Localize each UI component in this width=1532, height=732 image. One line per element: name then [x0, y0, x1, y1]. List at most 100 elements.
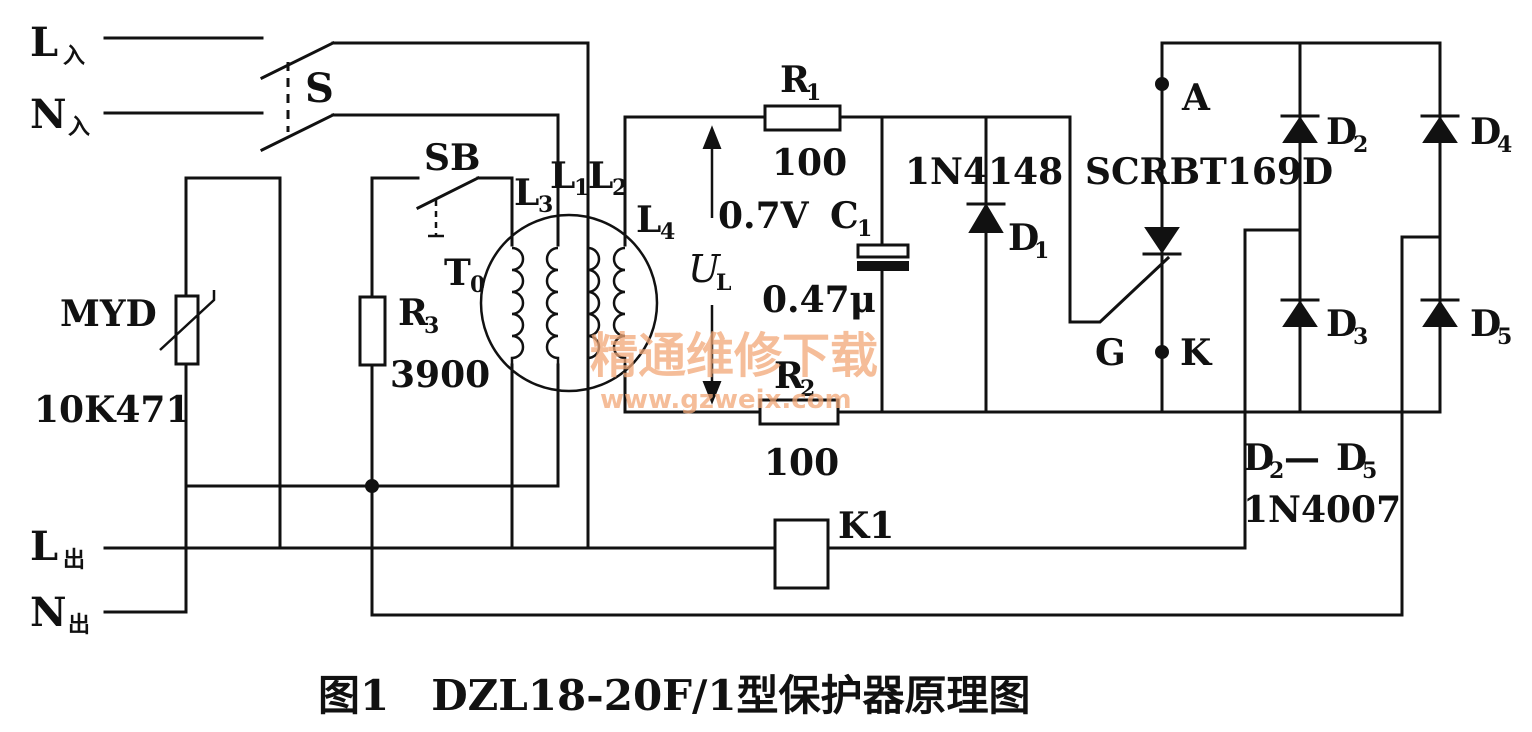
terminal-l-out-sub: 出 — [63, 547, 85, 573]
d2-triangle — [1282, 116, 1318, 143]
d5-sub: 5 — [1497, 324, 1512, 350]
switch-s-blade-2 — [259, 112, 336, 153]
coil-l2-sub: 2 — [612, 175, 627, 201]
r2-value: 100 — [764, 442, 839, 484]
scr-anode-label: A — [1181, 77, 1211, 119]
r1-name: R — [780, 59, 811, 101]
bridge-note-a-sub: 2 — [1269, 458, 1284, 484]
coil-l1 — [545, 246, 560, 366]
wire-l4-bottom — [623, 363, 762, 414]
wire-r3-top — [370, 176, 420, 297]
d4-name: D — [1470, 111, 1501, 153]
terminal-n-in-sub: 入 — [68, 114, 90, 140]
d1-triangle — [968, 203, 1004, 233]
t0-sub: 0 — [470, 272, 485, 298]
d5-name: D — [1470, 303, 1501, 345]
coil-l2-name: L — [588, 155, 613, 197]
switch-s-label: S — [305, 65, 334, 112]
scr-part: SCRBT169D — [1085, 151, 1333, 193]
watermark-url: www.gzweix.com — [600, 385, 852, 415]
c1-plate-bottom — [857, 261, 909, 271]
wire-sb-l3 — [476, 176, 514, 247]
coil-l4-sub: 4 — [660, 219, 675, 245]
d2-sub: 2 — [1353, 132, 1368, 158]
r3-sub: 3 — [424, 313, 439, 339]
transformer-t0: T 0 L 3 L 1 L 2 L 4 — [444, 155, 675, 393]
junction-n-bus — [365, 479, 379, 493]
scr-cathode-label: K — [1180, 332, 1213, 374]
junctions — [365, 479, 379, 493]
coil-l3-sub: 3 — [538, 192, 553, 218]
d4-sub: 4 — [1497, 132, 1512, 158]
relay-k1: K1 — [773, 505, 894, 590]
button-sb: SB — [415, 137, 481, 238]
c1-sub: 1 — [857, 216, 872, 242]
sb-contact — [415, 175, 481, 211]
c1-name: C — [830, 195, 859, 237]
transformer-core — [479, 213, 659, 393]
r3-name: R — [398, 292, 429, 334]
t0-name: T — [444, 252, 471, 294]
capacitor-c1: C 1 0.47μ — [762, 195, 910, 321]
d3-name: D — [1326, 303, 1357, 345]
arrow-up-head — [702, 125, 722, 149]
terminal-n-out-sub: 出 — [68, 612, 90, 638]
varistor-myd: MYD 10K471 — [34, 290, 216, 431]
arrow-down-head — [702, 381, 722, 405]
coil-l1-name: L — [550, 155, 575, 197]
voltage-ul-sub: L — [716, 270, 731, 296]
r3-value: 3900 — [390, 354, 490, 396]
varistor-name: MYD — [60, 293, 157, 335]
c1-value: 0.47μ — [762, 279, 876, 321]
k1-label: K1 — [838, 505, 894, 547]
coil-l4 — [612, 246, 627, 366]
scr-cathode-dot — [1155, 345, 1169, 359]
sb-label: SB — [424, 137, 480, 179]
terminal-n-out-main: N — [30, 589, 67, 636]
d1-name: D — [1008, 217, 1039, 259]
terminal-l-out-main: L — [30, 523, 58, 570]
scr-bt169d: A SCRBT169D G K — [1085, 77, 1333, 374]
r1-sub: 1 — [806, 80, 821, 106]
varistor-part: 10K471 — [34, 389, 191, 431]
diode-d1: 1N4148 D 1 — [905, 151, 1063, 264]
resistor-r1: R 1 100 — [763, 59, 847, 184]
r3-body — [358, 295, 387, 367]
bridge-diodes: D 2 D 3 D 4 D 5 D 2 — D 5 1N4007 — [1243, 111, 1512, 531]
k1-coil — [773, 518, 830, 590]
coil-l1-sub: 1 — [574, 175, 589, 201]
scr-gate-label: G — [1095, 332, 1126, 374]
coil-l4-name: L — [636, 199, 661, 241]
scr-triangle — [1144, 227, 1180, 254]
terminal-l-in-main: L — [30, 19, 58, 66]
wire-n-line — [331, 113, 560, 247]
r2-name: R — [774, 355, 805, 397]
r1-value: 100 — [772, 142, 847, 184]
voltage-up-label: 0.7V — [718, 195, 810, 237]
wire-n-return — [370, 235, 1442, 617]
varistor-body — [174, 294, 200, 366]
bridge-note-b: D — [1336, 437, 1367, 479]
coil-l3-name: L — [514, 172, 539, 214]
figure-caption: 图1 DZL18-20F/1型保护器原理图 — [318, 671, 1031, 720]
terminal-n-in-main: N — [30, 91, 67, 138]
bridge-note-b-sub: 5 — [1362, 458, 1377, 484]
resistor-r3: R 3 3900 — [358, 292, 490, 396]
coil-l3 — [510, 246, 525, 366]
d4-triangle — [1422, 116, 1458, 143]
resistor-r2: R 2 100 — [758, 355, 840, 484]
wire-bridge-top — [1160, 41, 1442, 414]
wire-varistor-loop — [184, 176, 282, 614]
d1-sub: 1 — [1034, 238, 1049, 264]
bridge-note-part: 1N4007 — [1243, 489, 1401, 531]
r2-body — [758, 398, 840, 426]
wire-l4-top — [623, 115, 767, 247]
voltage-indicators: 0.7V U L — [688, 125, 810, 405]
d3-triangle — [1282, 300, 1318, 327]
r2-sub: 2 — [800, 376, 815, 402]
terminal-labels: L 入 N 入 L 出 N 出 — [30, 19, 90, 638]
switch-s-blade-1 — [259, 40, 336, 81]
varistor-slash — [159, 290, 216, 351]
voltage-ul-name: U — [688, 247, 722, 291]
